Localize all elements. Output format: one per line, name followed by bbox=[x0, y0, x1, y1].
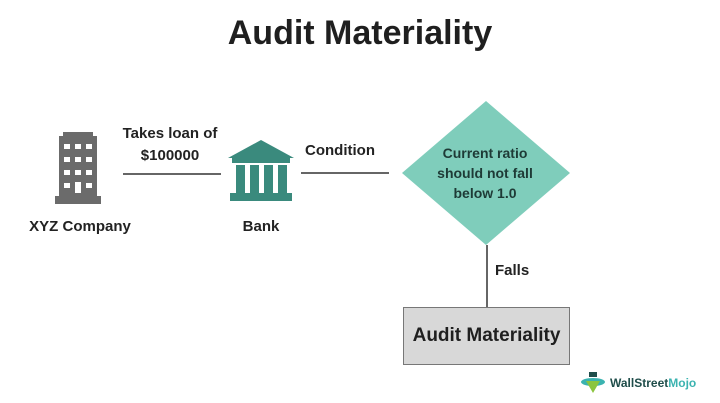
diagram-title: Audit Materiality bbox=[227, 14, 493, 52]
falls-edge-label: Falls bbox=[495, 262, 530, 279]
wallstreetmojo-logo: WallStreetMojo bbox=[580, 372, 696, 394]
company-label: XYZ Company bbox=[29, 218, 131, 235]
bank-label: Bank bbox=[242, 218, 280, 235]
loan-edge-line bbox=[123, 173, 221, 175]
condition-text-line3: below 1.0 bbox=[453, 185, 517, 201]
bank-icon bbox=[228, 140, 294, 201]
condition-text: Current ratio should not fall below 1.0 bbox=[405, 143, 565, 203]
condition-diamond bbox=[402, 101, 570, 245]
logo-mascot-icon bbox=[581, 372, 605, 393]
result-box: Audit Materiality bbox=[403, 307, 570, 365]
office-building-icon bbox=[55, 132, 101, 204]
condition-edge-label: Condition bbox=[305, 142, 375, 159]
falls-edge-line bbox=[486, 245, 488, 307]
logo-text-part1: WallStreet bbox=[610, 376, 669, 390]
loan-edge-label-line1: Takes loan of bbox=[122, 125, 218, 142]
condition-edge-line bbox=[301, 172, 389, 174]
condition-text-line1: Current ratio bbox=[442, 145, 528, 161]
logo-text: WallStreetMojo bbox=[610, 376, 696, 390]
logo-text-part2: Mojo bbox=[668, 376, 697, 390]
loan-edge-label-line2: $100000 bbox=[140, 147, 200, 164]
condition-text-line2: should not fall bbox=[437, 165, 533, 181]
